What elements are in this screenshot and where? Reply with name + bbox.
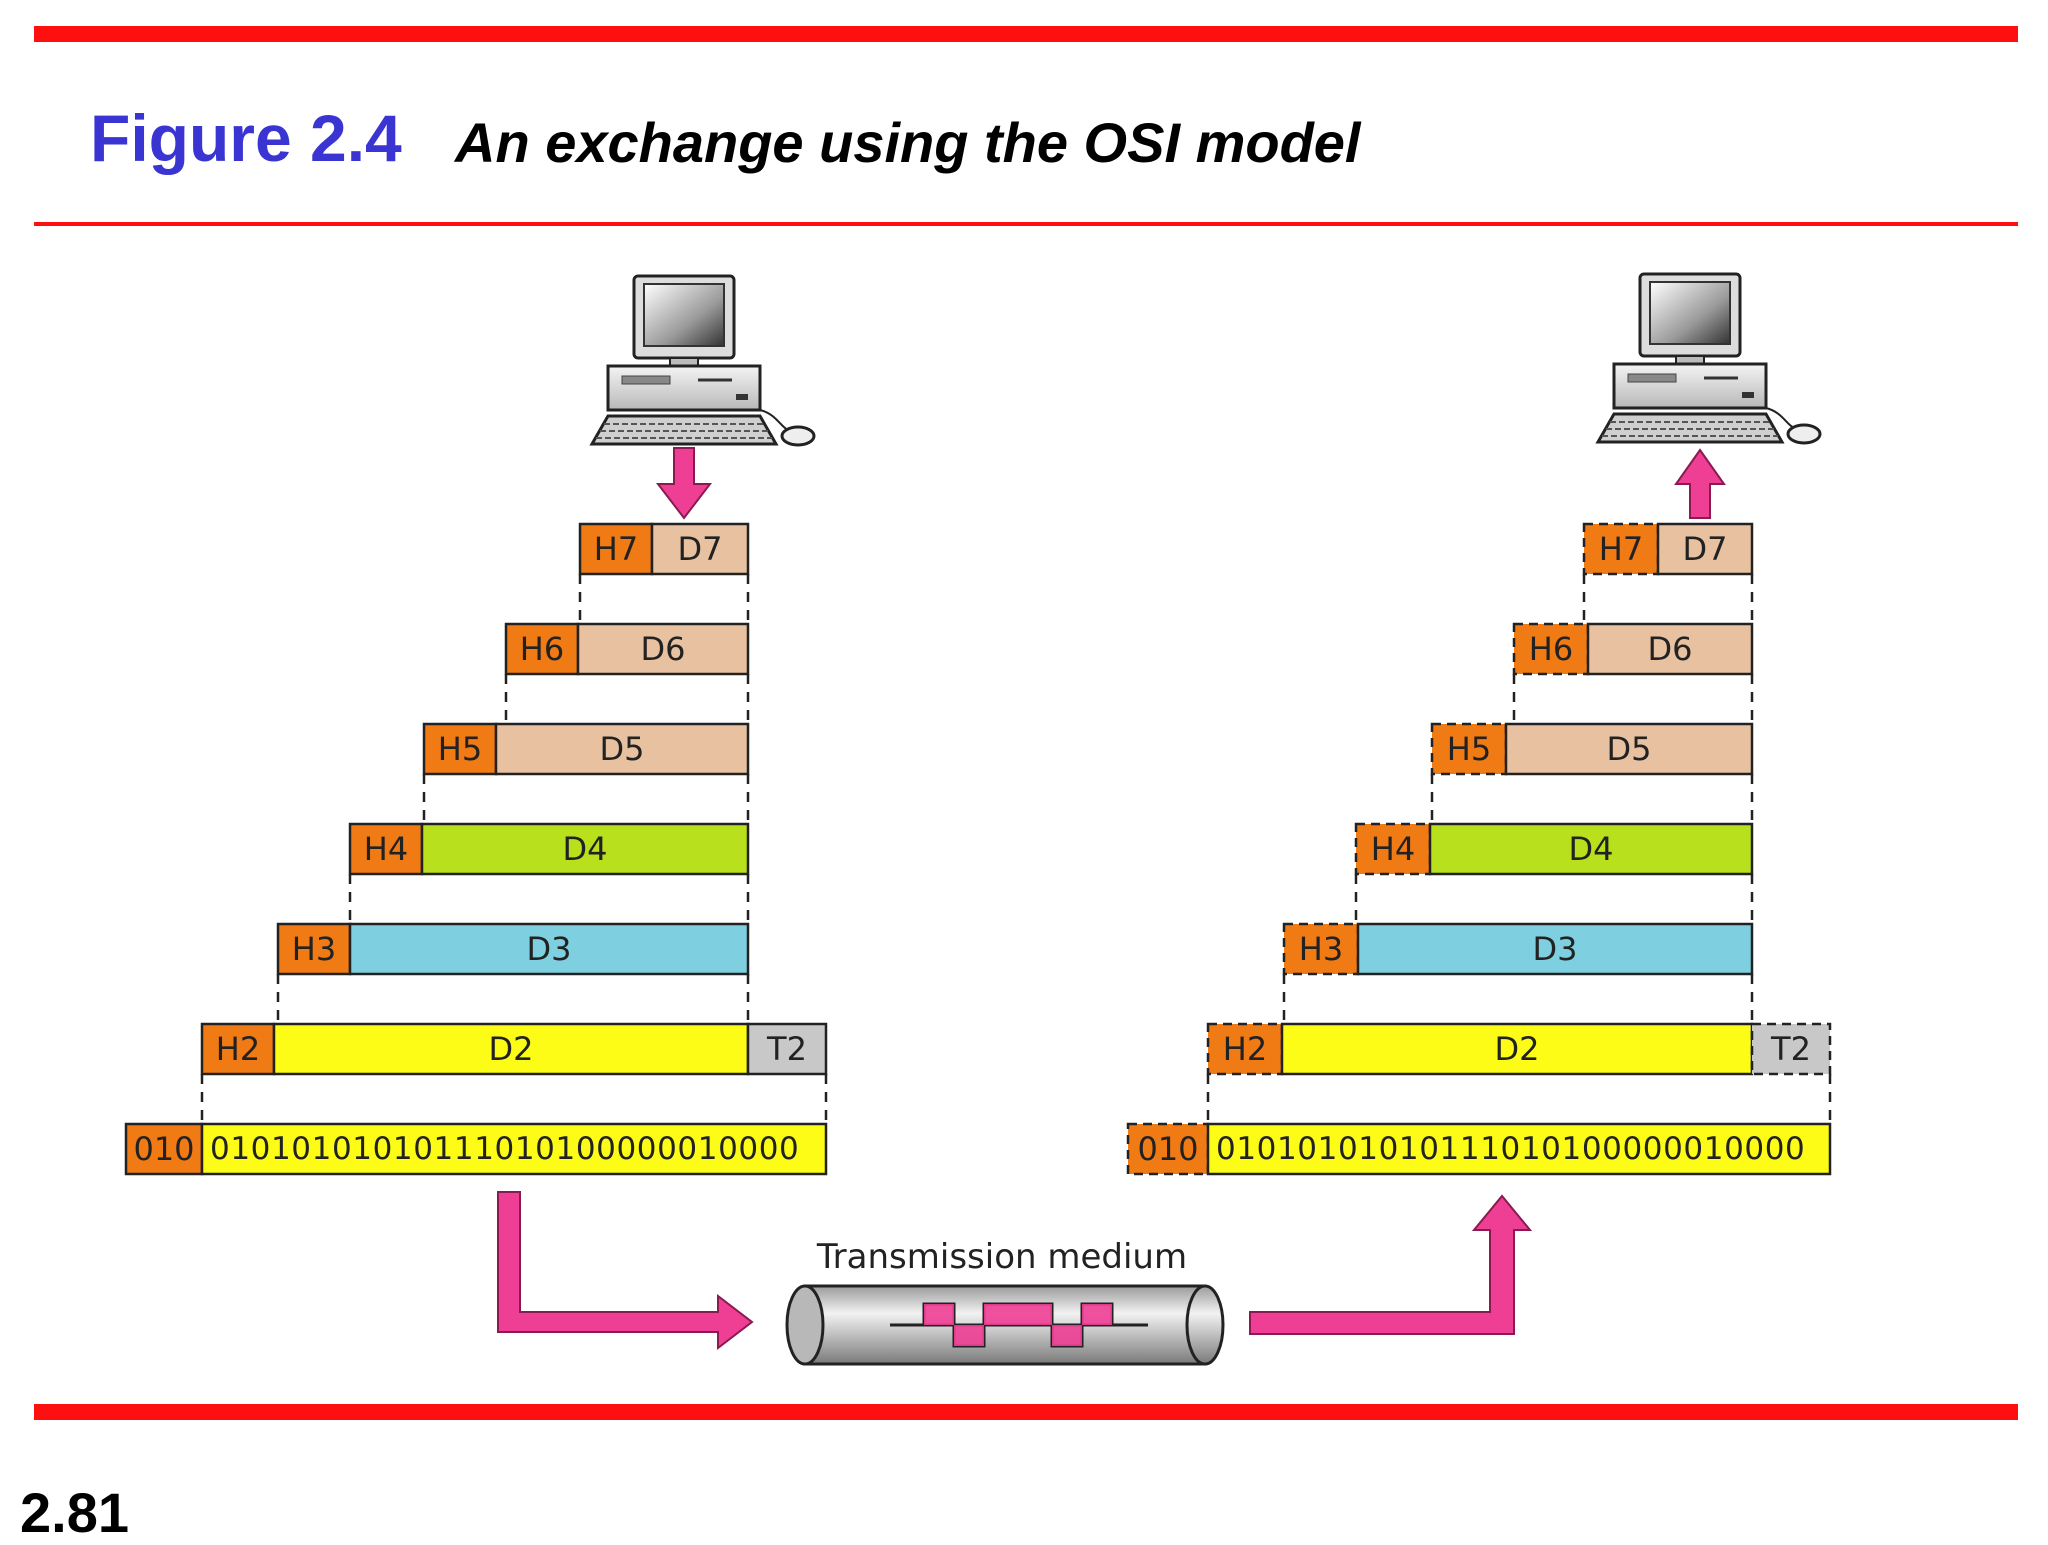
top-rule [34,26,2018,42]
receiver-bit-header-label: 010 [1137,1130,1198,1168]
sender-header-h5 [422,722,498,776]
medium-label: Transmission medium [816,1237,1187,1277]
down-arrow-icon [655,447,713,520]
sender-data-label: D3 [527,930,572,968]
sender-header-h6 [504,622,580,676]
receiver-data-label: D3 [1533,930,1578,968]
receiver-computer-icon [1596,272,1822,445]
receiver-data-d3 [1356,922,1754,976]
receiver-data-label: D5 [1607,730,1652,768]
sender-data-d3 [348,922,750,976]
sender-trailer-label: T2 [766,1030,807,1068]
sender-header-label: H4 [364,830,408,868]
title-rule [34,222,2018,226]
sender-data-label: D6 [641,630,686,668]
sender-computer-icon [590,274,816,447]
receiver-header-h2 [1206,1022,1284,1076]
receiver-trailer-label: T2 [1770,1030,1811,1068]
sender-data-d6 [576,622,750,676]
sender-bit-header [124,1122,204,1176]
receiver-bitstream-label: 01010101010111010100000010000 [1216,1131,1805,1167]
sender-header-label: H7 [594,530,638,568]
receiver-bit-header [1126,1122,1210,1176]
sender-data-label: D4 [563,830,608,868]
sender-header-label: H3 [292,930,336,968]
receiver-data-label: D6 [1648,630,1693,668]
receiver-header-label: H4 [1371,830,1415,868]
sender-bitstream-label: 01010101010111010100000010000 [210,1131,799,1167]
sender-trailer-t2 [746,1022,828,1076]
receiver-data-label: D2 [1495,1030,1540,1068]
sender-data-d5 [494,722,750,776]
figure-caption: An exchange using the OSI model [455,111,1361,174]
figure-label: Figure 2.4 [90,101,402,175]
sender-data-label: D5 [600,730,645,768]
sender-data-label: D7 [678,530,723,568]
receiver-data-d6 [1586,622,1754,676]
sender-header-label: H5 [438,730,482,768]
transmission-medium [785,1284,1225,1366]
sender-data-d2 [272,1022,750,1076]
receiver-header-label: H5 [1447,730,1491,768]
receiver-header-label: H2 [1223,1030,1267,1068]
slide-number: 2.81 [20,1481,129,1544]
up-arrow-icon [1674,448,1726,519]
receiver-header-label: H3 [1299,930,1343,968]
receiver-data-label: D4 [1569,830,1614,868]
sender-bitstream [200,1122,828,1176]
sender-header-label: H6 [520,630,564,668]
receive-path-arrow-icon [1249,1194,1533,1335]
sender-header-label: H2 [216,1030,260,1068]
receiver-data-label: D7 [1683,530,1728,568]
bottom-rule [34,1404,2018,1420]
sender-data-d4 [420,822,750,876]
receiver-bitstream [1206,1122,1832,1176]
sender-header-h3 [276,922,352,976]
receiver-header-label: H6 [1529,630,1573,668]
receiver-trailer-t2 [1750,1022,1832,1076]
receiver-data-d5 [1504,722,1754,776]
sender-header-h7 [578,522,654,576]
receiver-header-label: H7 [1599,530,1643,568]
receiver-header-h4 [1354,822,1432,876]
receiver-data-d7 [1656,522,1754,576]
sender-data-label: D2 [489,1030,534,1068]
receiver-data-d4 [1428,822,1754,876]
sender-data-d7 [650,522,750,576]
send-path-arrow-icon [497,1191,754,1351]
sender-bit-header-label: 010 [133,1130,194,1168]
